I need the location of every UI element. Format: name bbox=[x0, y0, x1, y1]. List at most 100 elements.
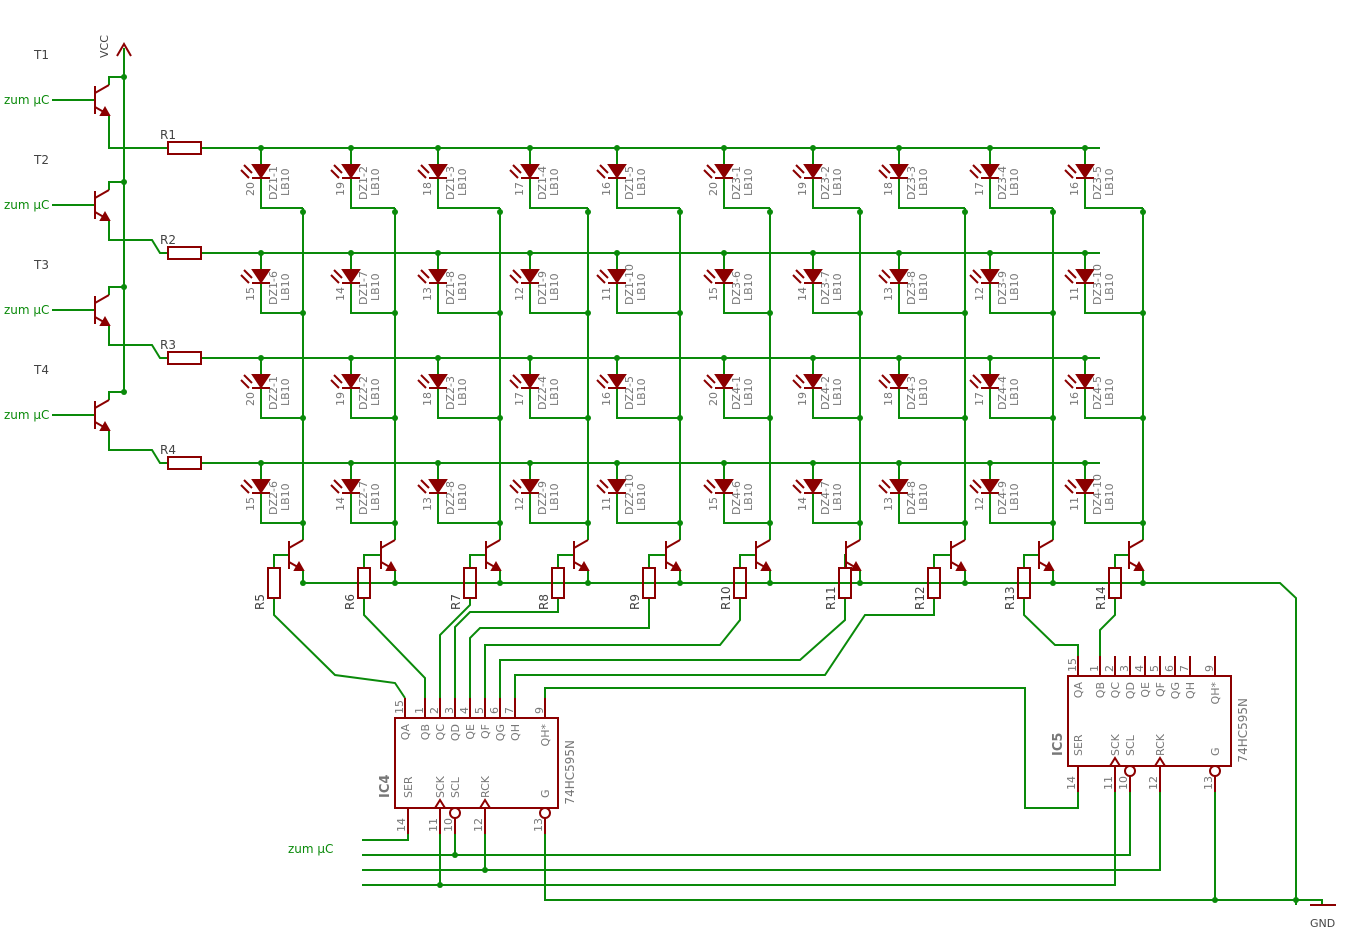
led-cathode bbox=[812, 283, 860, 314]
column-resistor bbox=[1017, 567, 1031, 599]
junction-dot bbox=[857, 209, 863, 215]
junction-dot bbox=[348, 355, 354, 361]
led-pin-number: 20 bbox=[244, 182, 257, 196]
led-cathode bbox=[437, 493, 500, 524]
ic-pin-number: 11 bbox=[427, 818, 440, 832]
led-ray bbox=[512, 374, 522, 384]
transistor-arrow bbox=[99, 210, 111, 221]
led-ray bbox=[703, 484, 713, 494]
junction-dot bbox=[767, 209, 773, 215]
bus-wire bbox=[454, 598, 559, 698]
led-cathode bbox=[723, 493, 770, 524]
led-ref: DZ2-8 bbox=[444, 481, 457, 515]
led-diode bbox=[980, 164, 1000, 179]
led-ref: DZ3-2 bbox=[819, 166, 832, 200]
led-ray bbox=[792, 169, 802, 179]
led-value: LB10 bbox=[456, 483, 469, 511]
ic-pin-invert bbox=[1209, 765, 1221, 777]
led-cathode bbox=[723, 388, 770, 419]
junction-dot bbox=[585, 415, 591, 421]
junction-dot bbox=[677, 520, 683, 526]
bus-wire bbox=[1023, 598, 1079, 656]
emitter-wire bbox=[108, 430, 168, 464]
led-ray bbox=[881, 374, 891, 384]
led-cathode bbox=[812, 493, 860, 524]
led-value: LB10 bbox=[742, 273, 755, 301]
led-ray bbox=[792, 484, 802, 494]
led-ray bbox=[599, 269, 609, 279]
vcc-arrow bbox=[116, 42, 132, 57]
junction-dot bbox=[527, 355, 533, 361]
led-value: LB10 bbox=[1103, 168, 1116, 196]
led-pin-number: 17 bbox=[973, 182, 986, 196]
led-ray bbox=[240, 169, 250, 179]
resistor-label: R3 bbox=[160, 338, 176, 352]
ic-pin-label: SCL bbox=[449, 776, 462, 798]
led-ray bbox=[512, 479, 522, 489]
led-value: LB10 bbox=[456, 378, 469, 406]
led-cathode bbox=[350, 388, 395, 419]
led-pin-number: 14 bbox=[796, 287, 809, 301]
led-pin-number: 19 bbox=[796, 392, 809, 406]
transistor-label: T3 bbox=[33, 258, 49, 272]
transistor-label: T2 bbox=[33, 153, 49, 167]
led-ref: DZ3-5 bbox=[1091, 166, 1104, 200]
led-value: LB10 bbox=[369, 168, 382, 196]
gnd-label: GND bbox=[1310, 917, 1335, 930]
column-resistor bbox=[463, 567, 477, 599]
junction-dot bbox=[585, 580, 591, 586]
led-ray bbox=[596, 379, 606, 389]
led-cathode bbox=[529, 178, 588, 209]
led-ray bbox=[420, 479, 430, 489]
junction-dot bbox=[1050, 310, 1056, 316]
column-resistor bbox=[642, 567, 656, 599]
ic-pin-invert bbox=[1124, 765, 1136, 777]
led-value: LB10 bbox=[548, 483, 561, 511]
led-ray bbox=[881, 479, 891, 489]
junction-dot bbox=[497, 415, 503, 421]
led-ray bbox=[706, 479, 716, 489]
resistor-label: R1 bbox=[160, 128, 176, 142]
led-ray bbox=[795, 374, 805, 384]
junction-dot bbox=[121, 179, 127, 185]
ic-pin-label: QH* bbox=[1209, 682, 1222, 705]
led-ref: DZ2-5 bbox=[623, 376, 636, 410]
junction-dot bbox=[810, 355, 816, 361]
junction-dot bbox=[1050, 580, 1056, 586]
ic-pin-number: 7 bbox=[503, 707, 516, 714]
led-ray bbox=[969, 379, 979, 389]
ic-pin-number: 10 bbox=[1117, 776, 1130, 790]
parts bbox=[94, 42, 1336, 906]
junction-dot bbox=[767, 310, 773, 316]
junction-dot bbox=[452, 852, 458, 858]
junction-dot bbox=[1082, 460, 1088, 466]
transistor-label: T4 bbox=[33, 363, 49, 377]
led-ray bbox=[703, 169, 713, 179]
led-ray bbox=[243, 374, 253, 384]
led-cathode bbox=[1084, 388, 1143, 419]
junction-dot bbox=[121, 74, 127, 80]
ic-pin-invert bbox=[539, 807, 551, 819]
junction-dot bbox=[987, 145, 993, 151]
ic-name: IC5 bbox=[1051, 733, 1066, 756]
junction-dot bbox=[857, 520, 863, 526]
led-pin-number: 15 bbox=[244, 497, 257, 511]
bus-wire bbox=[363, 598, 426, 698]
led-diode bbox=[341, 374, 361, 389]
led-pin-number: 19 bbox=[334, 392, 347, 406]
led-pin-number: 13 bbox=[421, 497, 434, 511]
junction-dot bbox=[721, 250, 727, 256]
junction-dot bbox=[348, 145, 354, 151]
led-ray bbox=[330, 484, 340, 494]
vcc-label: VCC bbox=[98, 35, 111, 58]
junction-dot bbox=[392, 580, 398, 586]
junction-dot bbox=[300, 580, 306, 586]
led-value: LB10 bbox=[742, 168, 755, 196]
junction-dot bbox=[677, 310, 683, 316]
ic-pin-number: 7 bbox=[1178, 665, 1191, 672]
led-ref: DZ1-10 bbox=[623, 264, 636, 305]
ic-pin-number: 5 bbox=[473, 707, 486, 714]
transistor-arrow bbox=[490, 560, 502, 571]
led-ref: DZ4-6 bbox=[730, 481, 743, 515]
ic-pin-number: 9 bbox=[1203, 665, 1216, 672]
